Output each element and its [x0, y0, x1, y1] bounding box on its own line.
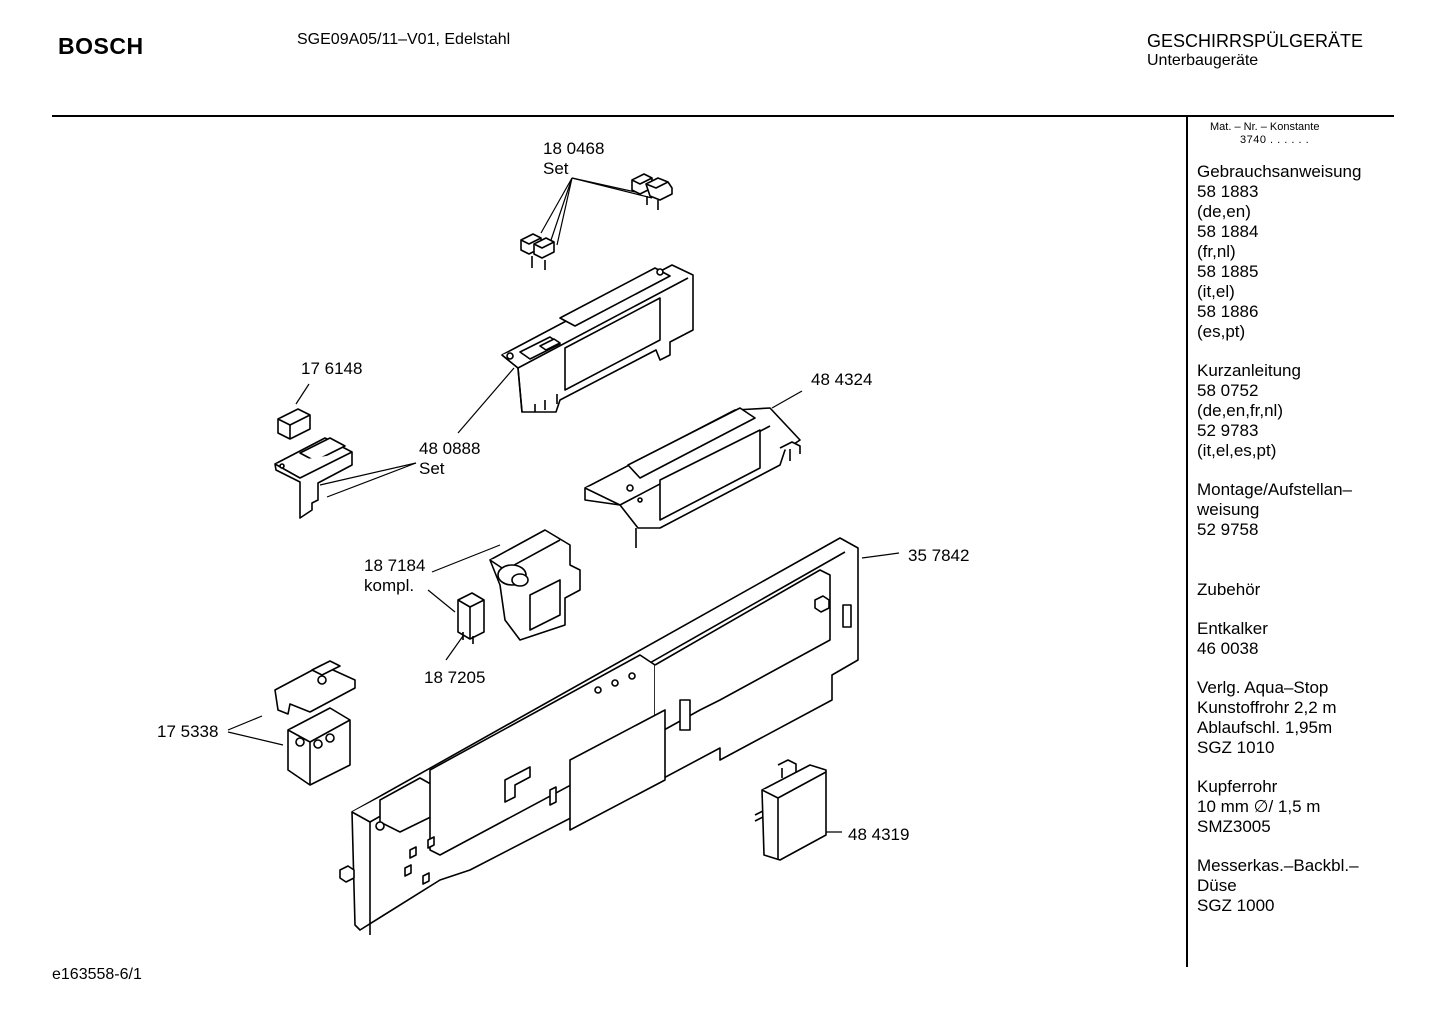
control-housing-48-0888 — [501, 264, 694, 413]
module-48-4324 — [584, 407, 801, 548]
part-label-18-7184-kompl: kompl. — [364, 576, 415, 595]
sidebar-line: (fr,nl) — [1197, 242, 1236, 261]
sidebar-line: SMZ3005 — [1197, 817, 1271, 836]
sidebar-line: 58 1885 — [1197, 262, 1259, 281]
sidebar-line: Montage/Aufstellan– — [1197, 480, 1352, 499]
sidebar-line: 58 1883 — [1197, 182, 1259, 201]
nozzle-block: Messerkas.–Backbl.– Düse SGZ 1000 — [1197, 856, 1387, 916]
bracket-17-6148 — [274, 408, 353, 519]
sidebar-line: 58 1884 — [1197, 222, 1259, 241]
sidebar-line: 58 1886 — [1197, 302, 1259, 321]
sidebar-line: SGZ 1000 — [1197, 896, 1275, 915]
part-label-18-7205: 18 7205 — [424, 668, 486, 687]
sidebar-line: Kupferrohr — [1197, 777, 1278, 796]
manual-block: Gebrauchsanweisung 58 1883 (de,en) 58 18… — [1197, 162, 1387, 342]
clip-set-18-0468 — [520, 173, 673, 270]
category-title: GESCHIRRSPÜLGERÄTE — [1147, 31, 1364, 51]
document-code: e163558-6/1 — [52, 966, 142, 983]
part-label-48-4324: 48 4324 — [811, 370, 873, 389]
circuit-board-48-4319 — [754, 759, 827, 861]
sidebar-line: Gebrauchsanweisung — [1197, 162, 1362, 181]
sidebar-line: (es,pt) — [1197, 322, 1246, 341]
parts-sidebar: Mat. – Nr. – Konstante 3740 . . . . . . … — [1197, 120, 1387, 916]
descaler-block: Entkalker 46 0038 — [1197, 619, 1387, 659]
leader-lines — [227, 177, 900, 833]
relay-17-5338 — [274, 660, 356, 786]
part-label-17-5338: 17 5338 — [157, 722, 219, 741]
header-divider — [52, 115, 1394, 117]
sidebar-line: 58 0752 — [1197, 381, 1259, 400]
accessories-title: Zubehör — [1197, 580, 1261, 599]
short-guide-block: Kurzanleitung 58 0752 (de,en,fr,nl) 52 9… — [1197, 361, 1387, 461]
subcategory-title: Unterbaugeräte — [1147, 52, 1259, 69]
sidebar-line: 52 9758 — [1197, 520, 1259, 539]
part-label-48-4319: 48 4319 — [848, 825, 910, 844]
sidebar-line: 46 0038 — [1197, 639, 1259, 658]
sidebar-line: (de,en,fr,nl) — [1197, 401, 1283, 420]
sidebar-line: 52 9783 — [1197, 421, 1259, 440]
mat-number-label: Mat. – Nr. – Konstante — [1210, 121, 1320, 133]
part-label-17-6148: 17 6148 — [301, 359, 363, 378]
part-label-48-0888-set: Set — [419, 459, 445, 478]
switch-18-7205 — [457, 592, 485, 644]
sidebar-line: (it,el) — [1197, 282, 1235, 301]
part-label-35-7842: 35 7842 — [908, 546, 970, 565]
part-label-18-0468-set: Set — [543, 159, 569, 178]
exploded-view-drawing — [227, 173, 900, 935]
aquastop-block: Verlg. Aqua–Stop Kunstoffrohr 2,2 m Abla… — [1197, 678, 1387, 758]
sidebar-line: Verlg. Aqua–Stop — [1197, 678, 1329, 697]
part-label-18-0468: 18 0468 — [543, 139, 605, 158]
sidebar-line: Messerkas.–Backbl.– — [1197, 856, 1359, 875]
sidebar-line: Kunstoffrohr 2,2 m — [1197, 698, 1337, 717]
brand-logo: BOSCH — [58, 33, 144, 59]
part-label-18-7184: 18 7184 — [364, 556, 426, 575]
control-panel-frame-35-7842 — [339, 537, 859, 935]
sidebar-line: Kurzanleitung — [1197, 361, 1301, 380]
sidebar-line: (de,en) — [1197, 202, 1251, 221]
sidebar-line: Düse — [1197, 876, 1237, 895]
model-number: SGE09A05/11–V01, Edelstahl — [297, 31, 511, 48]
sidebar-line: weisung — [1197, 500, 1260, 519]
part-label-48-0888: 48 0888 — [419, 439, 481, 458]
sidebar-line: 10 mm ∅/ 1,5 m — [1197, 797, 1321, 816]
sidebar-line: (it,el,es,pt) — [1197, 441, 1277, 460]
installation-block: Montage/Aufstellan– weisung 52 9758 — [1197, 480, 1387, 540]
mat-number-code: 3740 . . . . . . — [1240, 134, 1310, 146]
solenoid-18-7184 — [489, 529, 581, 641]
sidebar-line: SGZ 1010 — [1197, 738, 1275, 757]
sidebar-line: Entkalker — [1197, 619, 1268, 638]
copper-pipe-block: Kupferrohr 10 mm ∅/ 1,5 m SMZ3005 — [1197, 777, 1387, 837]
sidebar-line: Ablaufschl. 1,95m — [1197, 718, 1333, 737]
sidebar-divider — [1186, 117, 1188, 967]
